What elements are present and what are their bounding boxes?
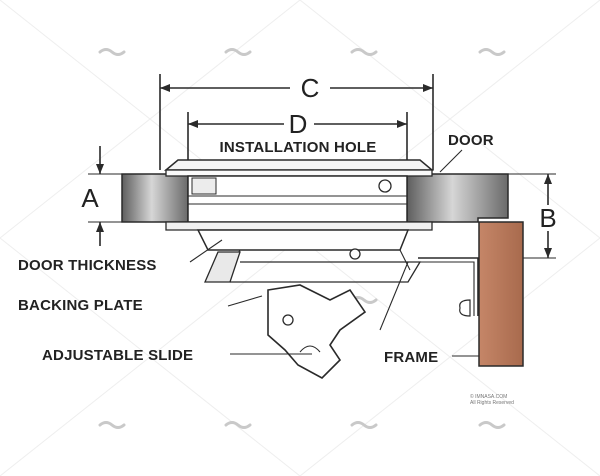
backing-plate xyxy=(204,251,422,283)
label-b: B xyxy=(539,203,556,233)
label-frame: FRAME xyxy=(384,349,438,366)
label-installation-hole: INSTALLATION HOLE xyxy=(220,139,377,156)
dimension-c: C xyxy=(159,73,434,170)
latch-housing xyxy=(163,159,435,276)
label-adjustable-slide: ADJUSTABLE SLIDE xyxy=(42,347,193,364)
door-leader xyxy=(439,149,463,173)
backing-plate-leader xyxy=(227,295,263,307)
label-a: A xyxy=(81,183,99,213)
label-c: C xyxy=(301,73,320,103)
label-d: D xyxy=(289,109,308,139)
imnasa-logo: © IMNASA.COM All Rights Reserved xyxy=(470,393,514,406)
door-right-panel xyxy=(406,173,509,223)
label-door: DOOR xyxy=(448,132,494,149)
label-backing-plate: BACKING PLATE xyxy=(18,297,143,314)
frame-strike xyxy=(379,257,479,331)
frame xyxy=(478,221,524,367)
label-door-thickness: DOOR THICKNESS xyxy=(18,257,157,274)
dimension-a: A xyxy=(81,146,122,246)
logo-name: © IMNASA.COM xyxy=(470,393,507,400)
door-left-panel xyxy=(121,173,189,223)
logo-rights: All Rights Reserved xyxy=(470,400,514,406)
door-thickness-leader xyxy=(189,239,223,263)
adjustable-slide xyxy=(267,284,367,379)
